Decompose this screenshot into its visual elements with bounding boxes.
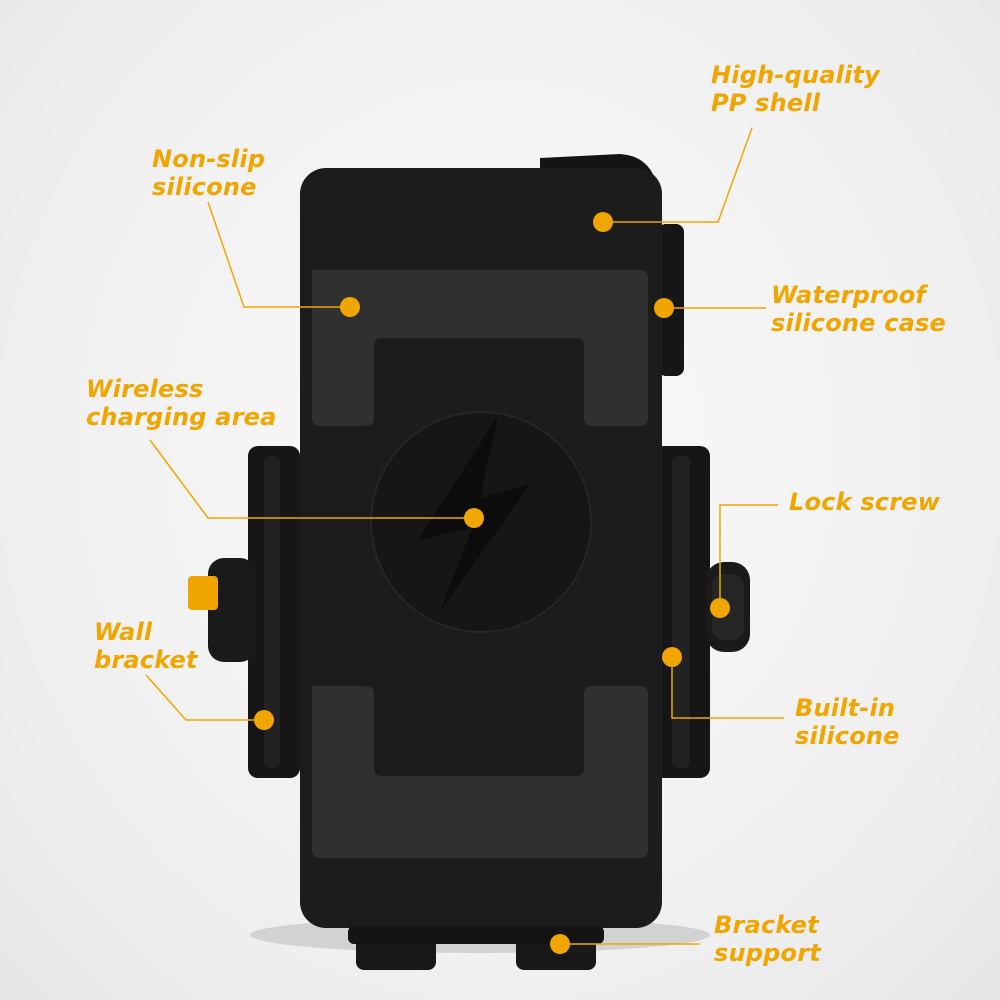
dot-marker-icon — [464, 508, 484, 528]
wall-bracket-knob — [208, 558, 256, 662]
upper-silicone-pad — [312, 270, 648, 426]
right-side-arm-groove — [672, 456, 690, 768]
dot-marker-icon — [340, 297, 360, 317]
side-silicone-case — [658, 224, 684, 376]
leader-non-slip — [207, 201, 350, 308]
bracket-support-left — [356, 936, 436, 970]
bracket-support-base — [348, 926, 604, 944]
label-bracket-support: Bracket support — [714, 911, 821, 967]
leader-built-in — [671, 657, 784, 719]
lower-silicone-pad — [312, 686, 648, 858]
label-non-slip-silicone: Non-slip silicone — [152, 145, 266, 201]
label-waterproof-case: Waterproof silicone case — [771, 281, 946, 337]
label-wall-bracket: Wall bracket — [94, 618, 198, 674]
left-side-arm-groove — [264, 456, 280, 768]
bracket-tag — [188, 576, 218, 610]
dot-marker-icon — [550, 934, 570, 954]
label-wireless-charging: Wireless charging area — [86, 375, 277, 431]
leader-lock-screw — [719, 504, 778, 608]
label-pp-shell: High-quality PP shell — [711, 61, 880, 117]
dot-marker-icon — [654, 298, 674, 318]
dot-marker-icon — [662, 647, 682, 667]
label-lock-screw: Lock screw — [789, 488, 941, 516]
dot-marker-icon — [710, 598, 730, 618]
leader-wall-bracket — [145, 674, 264, 721]
leader-wireless — [149, 439, 474, 519]
label-built-in-silicone: Built-in silicone — [795, 694, 900, 750]
leader-pp-shell — [603, 127, 753, 223]
dot-marker-icon — [593, 212, 613, 232]
dot-marker-icon — [254, 710, 274, 730]
